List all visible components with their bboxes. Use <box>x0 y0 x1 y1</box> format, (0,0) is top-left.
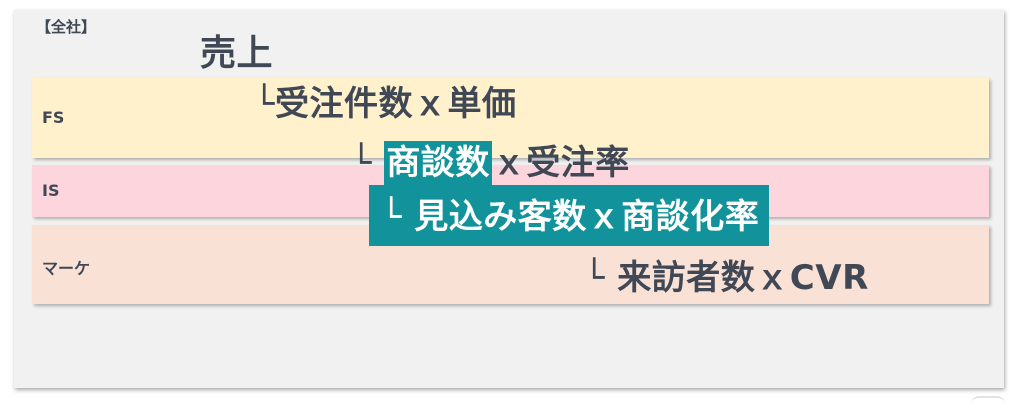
kpi-tree-panel: 【全社】 FS IS マーケ 売上 └受注件数ｘ単価 └ 商談数ｘ受注率 └ 見… <box>14 10 1004 388</box>
fs-band-label: FS <box>42 108 65 127</box>
tree-level2-suffix: ｘ受注率 <box>491 143 630 183</box>
marketing-band-label: マーケ <box>42 259 91 278</box>
marketing-band: マーケ <box>32 225 989 304</box>
corner-mark <box>971 396 1005 404</box>
company-wide-tag: 【全社】 <box>36 18 97 36</box>
tree-root-sales: 売上 <box>200 33 274 74</box>
fs-band: FS <box>32 78 989 158</box>
is-band-label: IS <box>42 181 60 200</box>
deals-count-highlight: 商談数 <box>384 141 492 189</box>
tree-level2-deals-x-win-rate: └ 商談数ｘ受注率 <box>351 135 630 189</box>
tree-level4-visitors-x-cvr: └ 来訪者数ｘCVR <box>584 258 869 298</box>
tree-level2-prefix: └ <box>351 143 385 183</box>
tree-level3-leads-x-conversion-highlight: └ 見込み客数ｘ商談化率 <box>369 185 770 246</box>
tree-level1-orders-x-price: └受注件数ｘ単価 <box>254 84 517 124</box>
